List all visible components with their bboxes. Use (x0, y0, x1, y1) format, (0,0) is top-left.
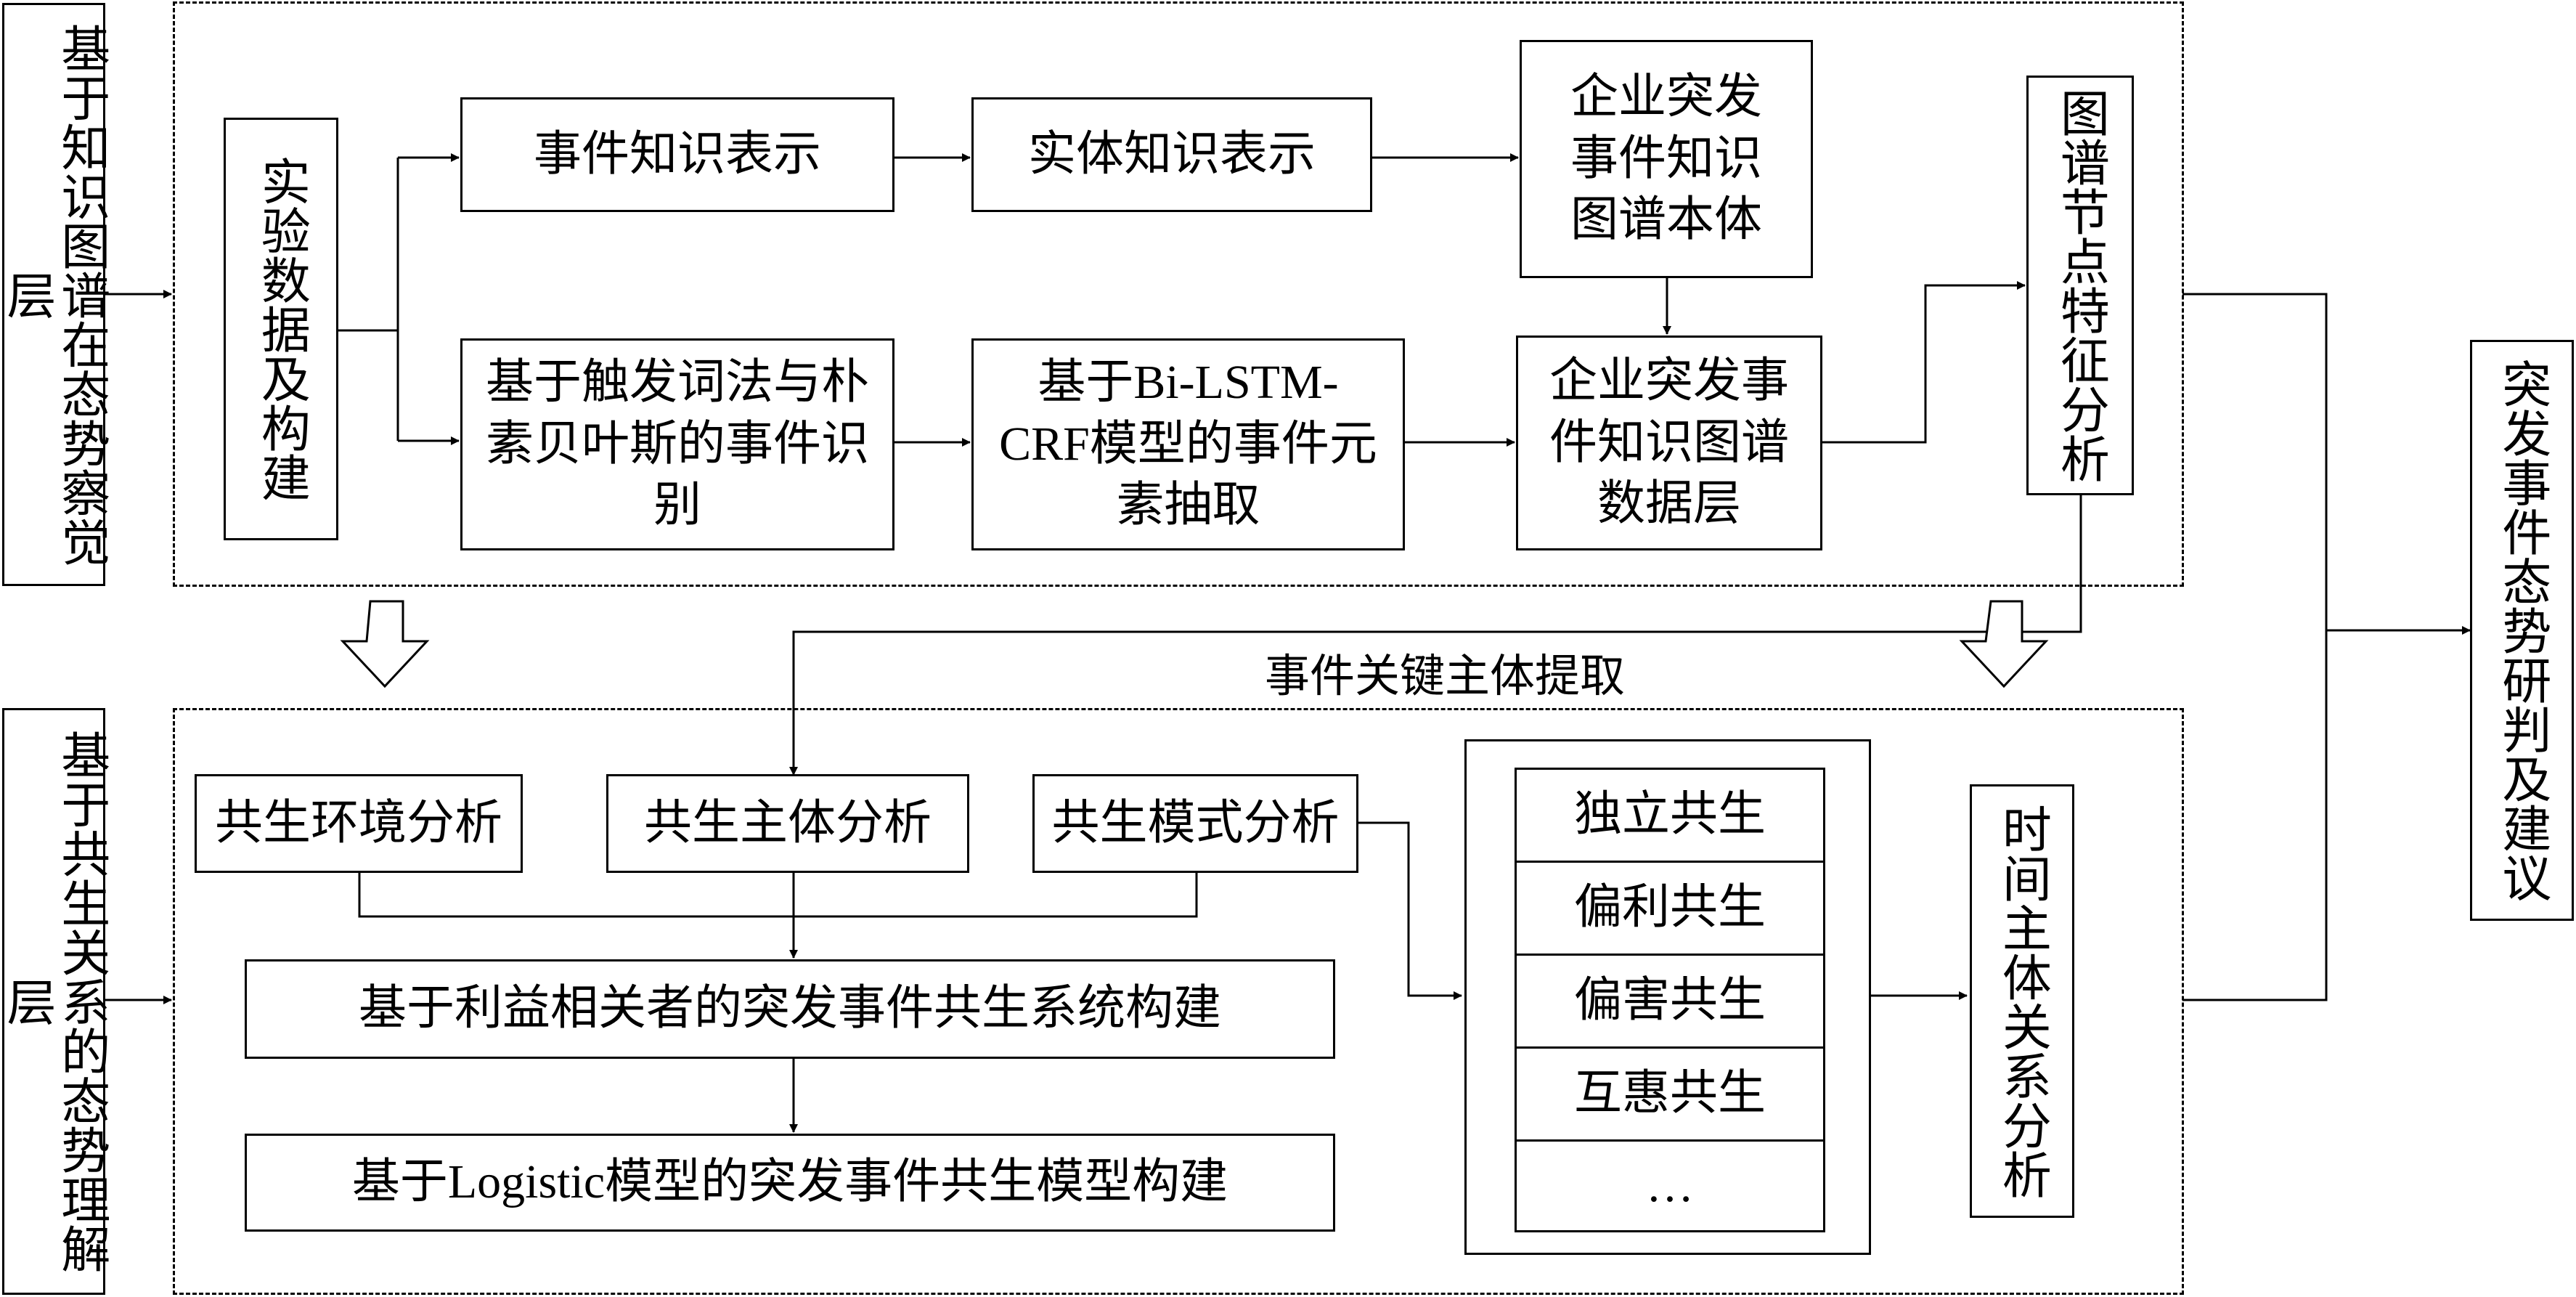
mode-item: 偏害共生 (1517, 956, 1823, 1049)
entity-knowledge-box: 实体知识表示 (971, 97, 1372, 212)
subject-analysis-box: 共生主体分析 (606, 774, 969, 873)
output-box: 突发事件态势研判及建议 (2470, 340, 2574, 921)
env-analysis-box: 共生环境分析 (195, 774, 523, 873)
symbiosis-layer-label: 基于共生关系的态势理解层 (0, 708, 109, 1295)
symbiosis-modes-list: 独立共生 偏利共生 偏害共生 互惠共生 … (1515, 768, 1825, 1232)
knowledge-layer-region (173, 1, 2184, 587)
mode-item: 互惠共生 (1517, 1049, 1823, 1142)
system-build-box: 基于利益相关者的突发事件共生系统构建 (245, 959, 1335, 1059)
arrow-to-node-analysis (1822, 281, 2026, 444)
arrow-key-subject (789, 495, 2082, 776)
time-subject-box: 时间主体关系分析 (1970, 784, 2074, 1218)
data-layer-box: 企业突发事件知识图谱数据层 (1516, 336, 1822, 550)
node-analysis-box: 图谱节点特征分析 (2026, 76, 2134, 495)
hollow-down-arrow-left (340, 600, 430, 688)
ontology-box: 企业突发事件知识图谱本体 (1520, 40, 1813, 278)
mode-item: 独立共生 (1517, 770, 1823, 863)
experiment-data-box: 实验数据及构建 (224, 118, 338, 540)
line-layers-merge (2182, 293, 2328, 1001)
element-extraction-box: 基于Bi-LSTM-CRF模型的事件元素抽取 (971, 338, 1405, 550)
model-build-box: 基于Logistic模型的突发事件共生模型构建 (245, 1134, 1335, 1232)
event-knowledge-box: 事件知识表示 (460, 97, 894, 212)
knowledge-layer-label: 基于知识图谱在态势察觉层 (0, 3, 109, 586)
mode-analysis-box: 共生模式分析 (1032, 774, 1358, 873)
arrow-to-modes (1358, 821, 1462, 1000)
key-subject-label: 事件关键主体提取 (1265, 652, 1626, 702)
event-recognition-box: 基于触发词法与朴素贝叶斯的事件识别 (460, 338, 894, 550)
line-analysis-merge (358, 873, 1198, 918)
symbiosis-layer-region (173, 708, 2184, 1295)
mode-item: 偏利共生 (1517, 863, 1823, 956)
hollow-down-arrow-right (1959, 600, 2049, 688)
mode-item: … (1517, 1142, 1823, 1230)
